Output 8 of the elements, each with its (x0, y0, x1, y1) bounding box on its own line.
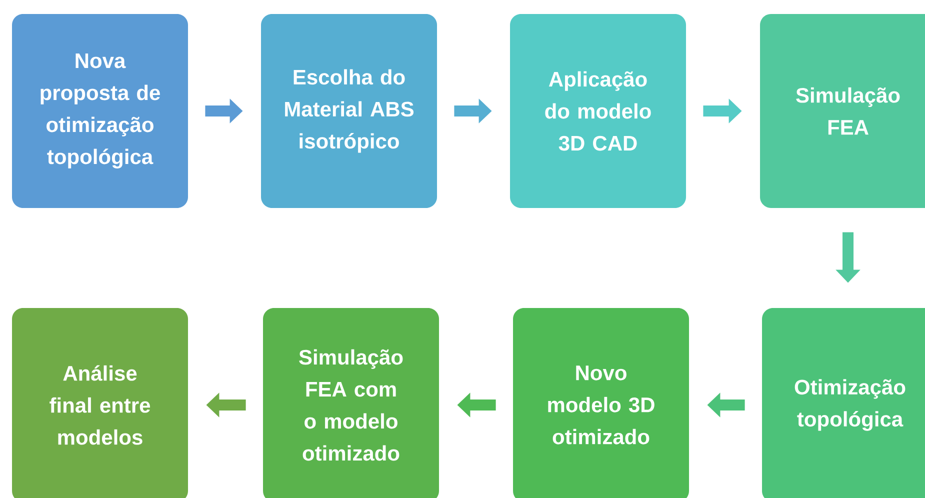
process-box: Aplicação do modelo 3D CAD (510, 14, 686, 208)
process-box: Nova proposta de otimização topológica (12, 14, 188, 208)
process-box: Escolha do Material ABS isotrópico (261, 14, 437, 208)
process-box: Simulação FEA (760, 14, 925, 208)
process-box: Novo modelo 3D otimizado (513, 308, 689, 498)
process-box: Análise final entre modelos (12, 308, 188, 498)
process-box: Simulação FEA com o modelo otimizado (263, 308, 439, 498)
process-box: Otimização topológica (762, 308, 925, 498)
